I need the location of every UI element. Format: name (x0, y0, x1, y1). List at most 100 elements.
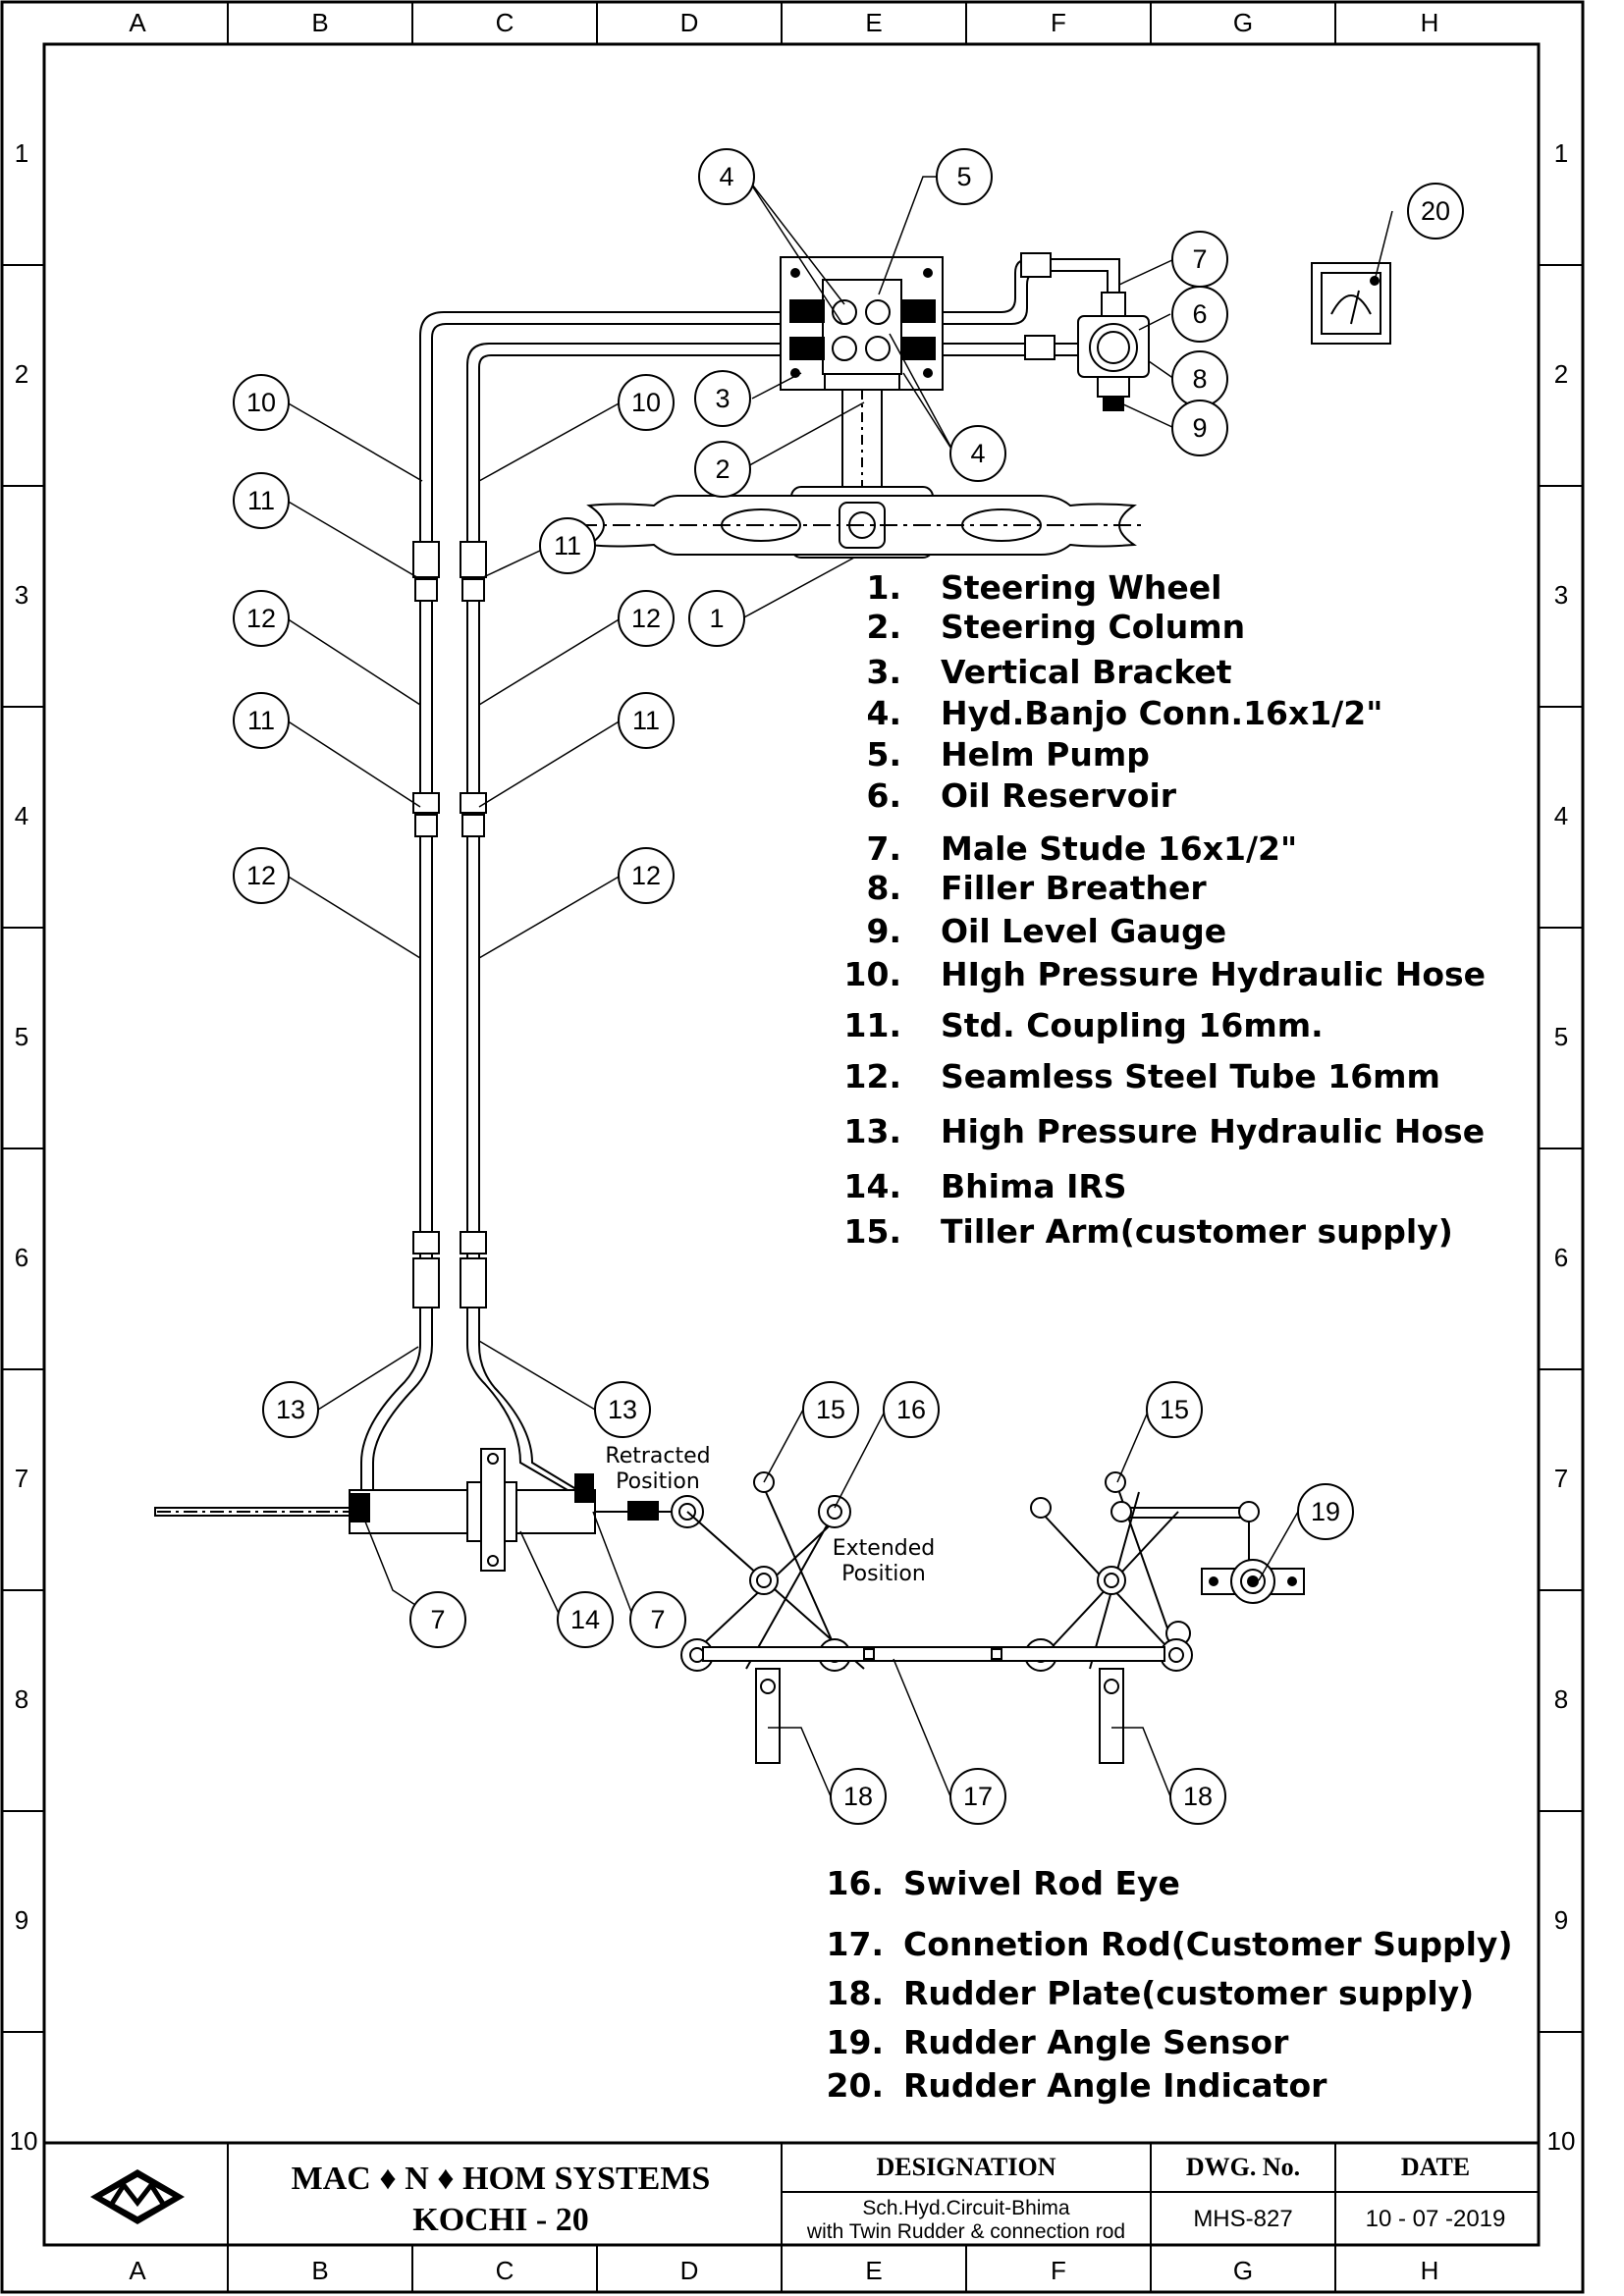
legend-no: 18. (827, 1974, 884, 2012)
callout-7: 7 (650, 1605, 665, 1634)
legend-no: 6. (867, 776, 902, 815)
helm-pump-assembly (780, 256, 944, 491)
legend-text: Tiller Arm(customer supply) (941, 1212, 1453, 1251)
legend-text: Oil Reservoir (941, 776, 1177, 815)
legend-text: Rudder Angle Sensor (903, 2023, 1289, 2061)
steering-wheel (579, 486, 1144, 559)
legend-no: 14. (844, 1167, 901, 1205)
grid-col-top-e: E (865, 8, 882, 37)
designation-label: DESIGNATION (876, 2153, 1056, 2181)
legend-text: Steering Column (941, 608, 1245, 646)
legend-text: Connetion Rod(Customer Supply) (903, 1925, 1513, 1963)
rudder-linkage (680, 1471, 1260, 1764)
legend-text: Helm Pump (941, 735, 1150, 774)
callout-5: 5 (956, 162, 971, 191)
legend-text: Std. Coupling 16mm. (941, 1006, 1324, 1044)
helm-pump-body (822, 279, 902, 375)
legend-no: 1. (867, 568, 902, 607)
legend-no: 3. (867, 653, 902, 691)
grid-row-left-10: 10 (10, 2126, 38, 2156)
position-annotations: Retracted Position Extended Position (605, 1444, 935, 1586)
grid-row-left-2: 2 (15, 359, 28, 389)
grid-row-right-7: 7 (1554, 1464, 1568, 1493)
extended-label: Extended (833, 1536, 936, 1561)
callout-10: 10 (246, 388, 276, 417)
callout-13: 13 (608, 1395, 637, 1424)
callout-11: 11 (632, 706, 660, 735)
callout-17: 17 (963, 1782, 993, 1811)
legend-no: 4. (867, 694, 902, 732)
parts-legend-top: 1. Steering Wheel 2. Steering Column 3. … (844, 568, 1487, 1251)
callout-numbers: 4 5 20 7 6 8 9 10 10 3 2 4 11 11 1 12 12… (246, 162, 1450, 1811)
grid-row-right-1: 1 (1554, 138, 1568, 168)
date-value: 10 - 07 -2019 (1366, 2206, 1506, 2232)
legend-no: 7. (867, 829, 902, 868)
legend-text: Rudder Angle Indicator (903, 2066, 1327, 2105)
legend-no: 13. (844, 1112, 901, 1150)
oil-reservoir (1077, 292, 1150, 411)
callout-7: 7 (430, 1605, 445, 1634)
legend-text: Seamless Steel Tube 16mm (941, 1057, 1440, 1095)
legend-text: HIgh Pressure Hydraulic Hose (941, 955, 1486, 993)
legend-no: 12. (844, 1057, 901, 1095)
callout-4: 4 (719, 162, 733, 191)
callout-2: 2 (715, 454, 730, 484)
legend-no: 9. (867, 912, 902, 950)
company-logo (90, 2169, 185, 2224)
grid-column-labels: A B C D E F G H A B C D E F G H (129, 8, 1438, 2285)
grid-row-right-8: 8 (1554, 1684, 1568, 1714)
grid-col-top-b: B (311, 8, 328, 37)
legend-text: Rudder Plate(customer supply) (903, 1974, 1474, 2012)
parts-legend-bottom: 16. Swivel Rod Eye 17. Connetion Rod(Cus… (827, 1864, 1513, 2105)
callout-15: 15 (1160, 1395, 1189, 1424)
callout-11: 11 (554, 531, 581, 561)
callout-12: 12 (631, 861, 661, 890)
legend-no: 11. (844, 1006, 901, 1044)
bhima-irs-cylinder (154, 1448, 704, 1572)
grid-col-bottom-c: C (496, 2256, 514, 2285)
grid-col-top-c: C (496, 8, 514, 37)
title-block (44, 2141, 1539, 2245)
callout-18: 18 (1183, 1782, 1213, 1811)
legend-no: 5. (867, 735, 902, 774)
callout-12: 12 (246, 604, 276, 633)
grid-row-left-7: 7 (15, 1464, 28, 1493)
extended-label-2: Position (841, 1562, 926, 1586)
company-name: MAC ♦ N ♦ HOM SYSTEMS (292, 2161, 711, 2197)
legend-text: Bhima IRS (941, 1167, 1127, 1205)
callout-16: 16 (896, 1395, 926, 1424)
callout-1: 1 (709, 604, 724, 633)
grid-col-bottom-e: E (865, 2256, 882, 2285)
callout-3: 3 (715, 384, 730, 413)
grid-col-top-a: A (129, 8, 146, 37)
grid-row-left-8: 8 (15, 1684, 28, 1714)
legend-no: 16. (827, 1864, 884, 1902)
legend-no: 20. (827, 2066, 884, 2105)
grid-row-right-6: 6 (1554, 1243, 1568, 1272)
legend-text: Filler Breather (941, 869, 1207, 907)
grid-col-top-f: F (1051, 8, 1066, 37)
callout-18: 18 (843, 1782, 873, 1811)
grid-row-right-10: 10 (1547, 2126, 1576, 2156)
grid-row-left-9: 9 (15, 1905, 28, 1935)
grid-row-right-9: 9 (1554, 1905, 1568, 1935)
callout-14: 14 (570, 1605, 600, 1634)
retracted-label-2: Position (616, 1469, 700, 1494)
grid-row-right-2: 2 (1554, 359, 1568, 389)
grid-col-bottom-f: F (1051, 2256, 1066, 2285)
date-label: DATE (1401, 2153, 1470, 2181)
legend-no: 8. (867, 869, 902, 907)
rudder-angle-sensor (1201, 1559, 1305, 1604)
hydraulic-couplings (412, 252, 1056, 1308)
legend-text: Male Stude 16x1/2" (941, 829, 1297, 868)
legend-no: 15. (844, 1212, 901, 1251)
callout-10: 10 (631, 388, 661, 417)
designation-value-2: with Twin Rudder & connection rod (806, 2220, 1125, 2243)
grid-col-bottom-a: A (129, 2256, 146, 2285)
grid-row-left-5: 5 (15, 1022, 28, 1051)
legend-text: Steering Wheel (941, 568, 1221, 607)
callout-8: 8 (1192, 364, 1207, 394)
legend-text: Oil Level Gauge (941, 912, 1226, 950)
callout-9: 9 (1192, 413, 1207, 443)
legend-no: 17. (827, 1925, 884, 1963)
